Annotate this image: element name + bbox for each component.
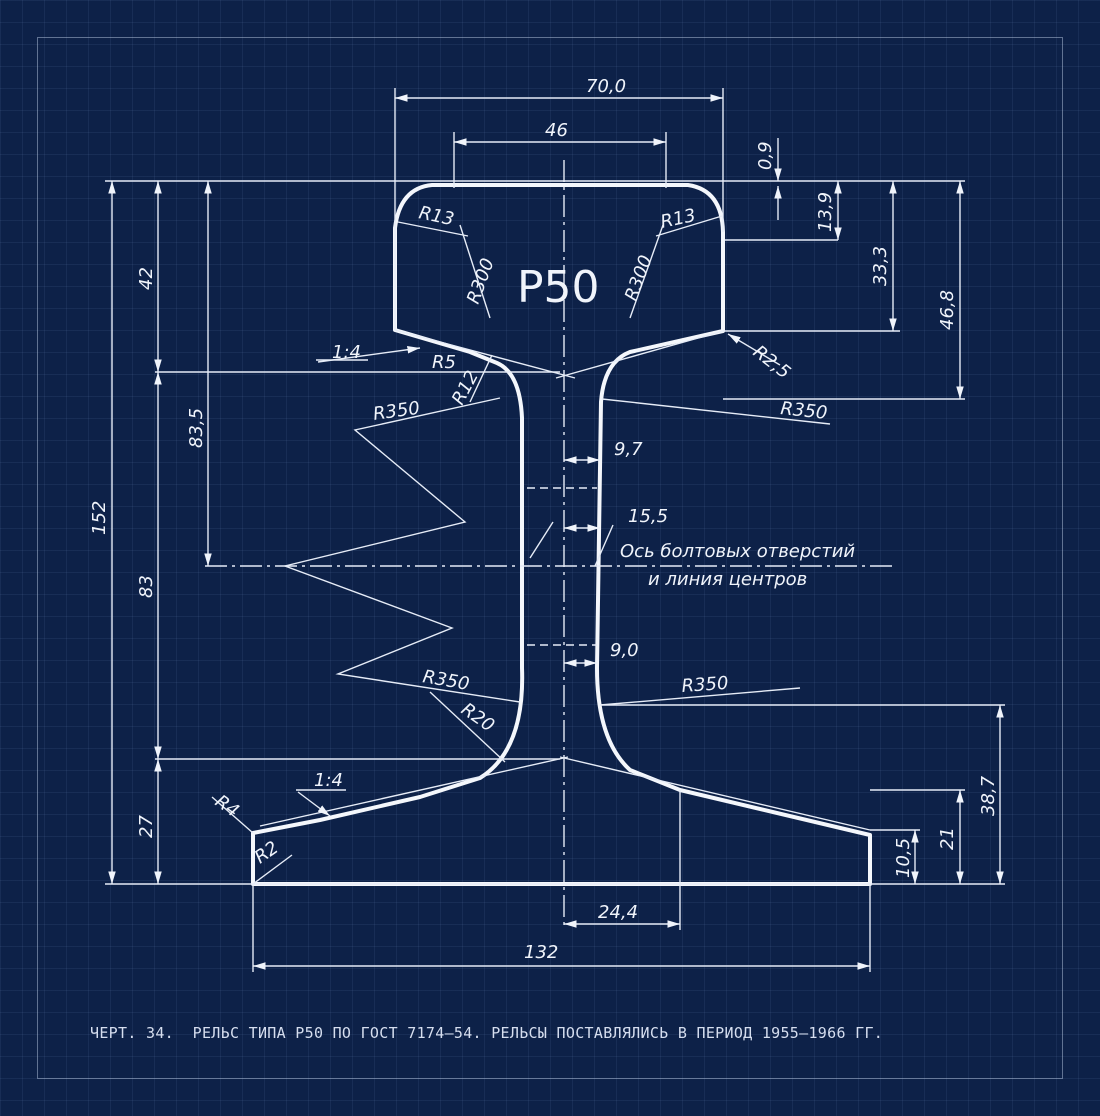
single-arrows bbox=[297, 138, 782, 817]
dim-web-lower: 9,0 bbox=[610, 640, 639, 661]
label-r350-top-right: R350 bbox=[779, 398, 828, 424]
rail-profile bbox=[251, 183, 872, 886]
label-r350-top-left: R350 bbox=[372, 398, 421, 425]
drawing-frame bbox=[37, 37, 1063, 1079]
dim-head-zone: 42 bbox=[136, 267, 157, 290]
label-r20: R20 bbox=[457, 699, 498, 737]
dim-head-width: 70,0 bbox=[586, 76, 626, 97]
label-r2-5: R2,5 bbox=[749, 341, 794, 383]
dim-web-upper: 9,7 bbox=[614, 439, 643, 460]
dim-web-mid: 15,5 bbox=[628, 506, 668, 527]
dim-foot-width: 132 bbox=[524, 942, 558, 963]
bolt-axis-line2: и линия центров bbox=[648, 569, 807, 590]
label-r4: R4 bbox=[211, 791, 243, 822]
dim-foot-height: 38,7 bbox=[978, 775, 999, 816]
dim-bolt-height: 83,5 bbox=[186, 408, 207, 448]
label-r12: R12 bbox=[448, 367, 483, 408]
dim-crown-drop: 0,9 bbox=[755, 141, 776, 170]
dim-head-side: 13,9 bbox=[815, 192, 836, 232]
label-r13-left: R13 bbox=[417, 202, 456, 230]
dim-foot-edge: 10,5 bbox=[893, 838, 914, 878]
rail-type-label: Р50 bbox=[517, 262, 600, 313]
dim-foot-zone: 27 bbox=[136, 815, 157, 838]
thin-lines bbox=[105, 88, 1005, 972]
dim-head-top-width: 46 bbox=[545, 120, 568, 141]
dim-height-total: 152 bbox=[89, 501, 110, 535]
dimension-lines bbox=[108, 94, 1004, 970]
label-slope-top: 1:4 bbox=[332, 342, 361, 363]
dim-head-height: 33,3 bbox=[870, 246, 891, 286]
dim-foot-mid: 21 bbox=[937, 827, 958, 850]
label-r350-bottom-right: R350 bbox=[681, 673, 729, 697]
bolt-axis-line1: Ось болтовых отверстий bbox=[620, 541, 855, 562]
label-slope-bottom: 1:4 bbox=[314, 770, 343, 791]
figure-caption: ЧЕРТ. 34. РЕЛЬС ТИПА Р50 ПО ГОСТ 7174—54… bbox=[90, 1024, 884, 1042]
label-r350-bottom-left: R350 bbox=[421, 666, 471, 695]
label-r300-left: R300 bbox=[463, 255, 499, 306]
dim-head-full: 46,8 bbox=[937, 290, 958, 330]
dim-web-zone: 83 bbox=[136, 575, 157, 598]
dim-foot-center: 24,4 bbox=[598, 902, 638, 923]
label-r5: R5 bbox=[432, 352, 456, 373]
label-r13-right: R13 bbox=[659, 205, 698, 233]
label-r300-right: R300 bbox=[621, 252, 657, 303]
label-r2: R2 bbox=[251, 837, 283, 868]
